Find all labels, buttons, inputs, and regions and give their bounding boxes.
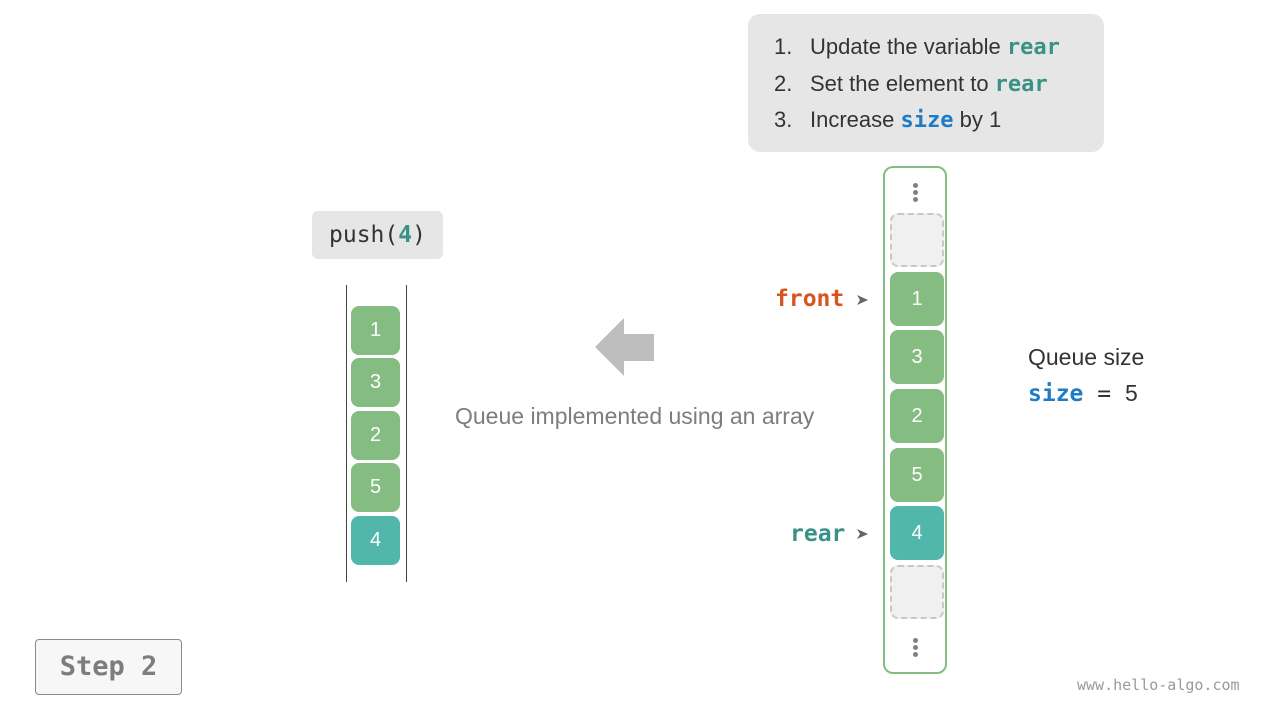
rear-pointer-label: rear	[790, 521, 846, 547]
step-badge: Step 2	[35, 639, 182, 695]
push-argument: 4	[398, 222, 413, 248]
array-cell: 2	[890, 389, 944, 443]
ellipsis-top-icon	[885, 182, 945, 203]
queue-size-title: Queue size	[1028, 344, 1145, 370]
step-keyword: rear	[994, 72, 1048, 97]
step-text: Increase	[810, 107, 901, 132]
array-cell-rear: 4	[890, 506, 944, 560]
array-cell-empty	[890, 565, 944, 619]
stack-cell-new: 4	[351, 516, 400, 565]
step-keyword: size	[900, 108, 954, 133]
steps-panel: 1. Update the variable rear 2. Set the ele…	[748, 14, 1104, 152]
push-suffix: )	[412, 222, 426, 248]
front-pointer-label: front	[775, 286, 845, 312]
push-prefix: push(	[329, 222, 399, 248]
step-text: Update the variable	[810, 34, 1007, 59]
stack-cell: 3	[351, 358, 400, 407]
array-cell: 1	[890, 272, 944, 326]
stack-right-border	[406, 285, 407, 582]
queue-size-equals: =	[1083, 381, 1125, 407]
stack-cell: 5	[351, 463, 400, 512]
queue-size-value: 5	[1124, 380, 1138, 406]
step-text: Set the element to	[810, 71, 995, 96]
step-1: 1. Update the variable rear	[774, 34, 1060, 60]
rear-pointer-arrow-icon	[857, 529, 868, 539]
front-pointer-arrow-icon	[857, 295, 868, 305]
array-cell: 5	[890, 448, 944, 502]
array-cell: 3	[890, 330, 944, 384]
step-keyword: rear	[1006, 35, 1060, 60]
left-arrow-icon	[595, 318, 654, 376]
queue-size-expression: size = 5	[1028, 380, 1138, 407]
caption: Queue implemented using an array	[455, 403, 815, 429]
push-operation: push(4)	[312, 211, 443, 259]
queue-array: 1 3 2 5 4	[883, 166, 947, 674]
step-number: 2.	[774, 71, 793, 96]
array-cell-empty	[890, 213, 944, 267]
step-number: 1.	[774, 34, 793, 59]
ellipsis-bottom-icon	[885, 637, 945, 658]
step-suffix: by 1	[953, 107, 1002, 132]
stack-left-border	[346, 285, 347, 582]
step-number: 3.	[774, 107, 793, 132]
queue-size-key: size	[1028, 381, 1084, 407]
step-2: 2. Set the element to rear	[774, 71, 1048, 97]
watermark: www.hello-algo.com	[1077, 676, 1240, 694]
stack-cell: 1	[351, 306, 400, 355]
stack-cell: 2	[351, 411, 400, 460]
step-3: 3. Increase size by 1	[774, 107, 1001, 133]
